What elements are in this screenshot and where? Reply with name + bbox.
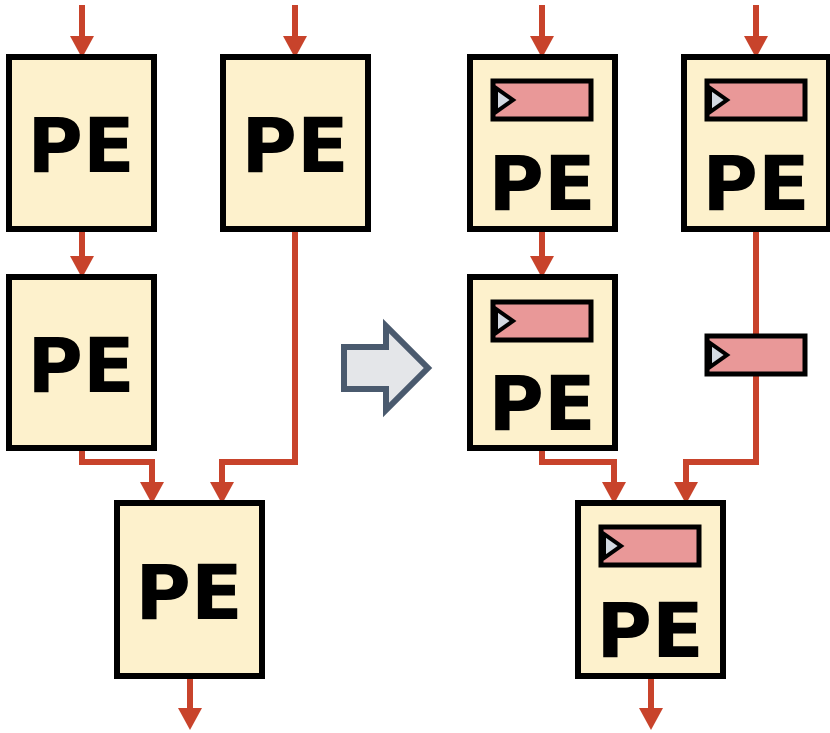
wire-pe2-to-pe4 (219, 229, 298, 486)
left-arrowheads (70, 36, 307, 730)
pe-label: PE (27, 101, 135, 190)
arrowhead-icon (140, 482, 164, 504)
right-arrowheads (530, 36, 768, 730)
pe-box (6, 274, 157, 451)
right-wires (539, 5, 759, 712)
arrowhead-icon (70, 36, 94, 58)
arrowhead-icon (744, 36, 768, 58)
right-pe-4: PE (575, 500, 726, 679)
pe-box (114, 500, 265, 679)
pe-box (220, 54, 371, 232)
arrowhead-icon (70, 256, 94, 278)
arrowhead-icon (283, 36, 307, 58)
pe-box (6, 54, 157, 232)
arrowhead-icon (530, 256, 554, 278)
left-pe-1: PE (6, 54, 157, 232)
wire-pe3-to-pe4 (79, 448, 155, 486)
pe-label: PE (241, 101, 349, 190)
pipeline-register-icon (704, 333, 808, 377)
arrowhead-icon (674, 482, 698, 504)
arrowhead-icon (210, 482, 234, 504)
right-arrow-icon (341, 318, 433, 418)
register-body (598, 524, 702, 568)
clock-triangle-icon (602, 530, 625, 562)
left-diagram: PE PE PE PE (6, 5, 371, 730)
transform-arrow (341, 318, 433, 418)
arrowhead-icon (178, 708, 202, 730)
pe-label: PE (135, 548, 243, 637)
clock-triangle-icon (708, 339, 731, 371)
pipeline-register-icon (490, 78, 594, 122)
clock-triangle-icon (494, 305, 517, 337)
pipeline-register-icon (704, 78, 808, 122)
right-pe-1: PE (467, 54, 618, 232)
right-diagram: PE PE PE (467, 5, 830, 730)
register-body (704, 78, 808, 122)
pe-label: PE (596, 586, 704, 675)
wire-pe3-to-pe4 (539, 448, 617, 486)
pe-label: PE (702, 139, 810, 228)
left-pe-2: PE (220, 54, 371, 232)
pipeline-register-icon (598, 524, 702, 568)
pe-label: PE (27, 321, 135, 410)
left-pe-3: PE (6, 274, 157, 451)
arrowhead-icon (602, 482, 626, 504)
arrowhead-icon (639, 708, 663, 730)
clock-triangle-icon (494, 84, 517, 116)
arrowhead-icon (530, 36, 554, 58)
clock-triangle-icon (708, 84, 731, 116)
pipeline-register-icon (490, 299, 594, 343)
right-pe-2: PE (681, 54, 830, 232)
left-pe-4: PE (114, 500, 265, 679)
right-pe-3: PE (467, 274, 618, 451)
pe-label: PE (488, 139, 596, 228)
pe-label: PE (488, 359, 596, 448)
wire-register-to-pe4 (683, 373, 759, 486)
left-wires (79, 5, 298, 712)
